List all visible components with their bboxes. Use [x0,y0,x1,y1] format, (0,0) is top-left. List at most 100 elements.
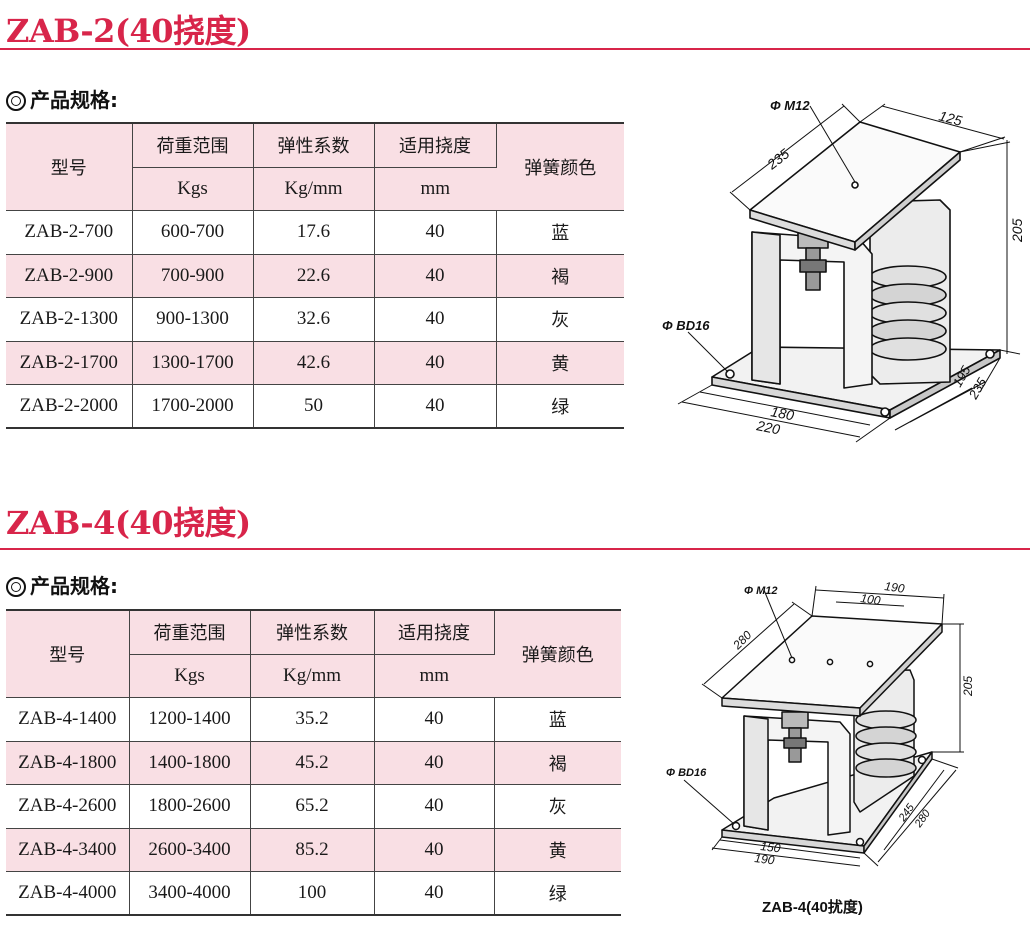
cell-model: ZAB-4-3400 [6,828,130,872]
spec-table: 型号 荷重范围 弹性系数 适用挠度 弹簧颜色 Kgs Kg/mm mm ZAB-… [6,609,621,916]
drawing-caption: ZAB-4(40扰度) [762,899,863,916]
cell-stiffness: 17.6 [253,210,375,255]
cell-stiffness: 35.2 [250,697,375,742]
cell-model: ZAB-4-1800 [6,741,130,785]
header-deflection: 适用挠度 [374,609,495,655]
cell-deflection: 40 [374,741,495,785]
header-load: 荷重范围 [129,609,251,655]
dim-base-width-outer: 190 [754,851,776,867]
cell-color: 绿 [496,384,624,429]
table-row: ZAB-4-3400 2600-3400 85.2 40 黄 [6,828,621,872]
table-row: ZAB-2-1300 900-1300 32.6 40 灰 [6,297,624,342]
cell-color: 灰 [496,297,624,342]
cell-deflection: 40 [374,297,497,342]
zab-2-isometric-drawing: Φ M12 125 235 205 Φ BD16 195 235 180 220 [662,98,1025,443]
table-row: ZAB-4-1800 1400-1800 45.2 40 褐 [6,741,621,785]
header-color: 弹簧颜色 [494,609,621,698]
cell-stiffness: 42.6 [253,341,375,385]
dim-base-width-outer: 220 [754,417,781,437]
header-stiffness: 弹性系数 [253,122,375,168]
spec-subtitle: 产品规格: [6,84,118,113]
cell-load: 700-900 [132,254,254,298]
cell-load: 1300-1700 [132,341,254,385]
cell-deflection: 40 [374,384,497,429]
table-row: ZAB-4-1400 1200-1400 35.2 40 蓝 [6,697,621,742]
cell-load: 1200-1400 [129,697,251,742]
cell-deflection: 40 [374,697,495,742]
header-deflection: 适用挠度 [374,122,497,168]
cell-model: ZAB-2-900 [6,254,133,298]
cell-stiffness: 22.6 [253,254,375,298]
cell-stiffness: 65.2 [250,784,375,829]
cell-load: 1700-2000 [132,384,254,429]
cell-color: 蓝 [494,697,621,742]
cell-color: 褐 [494,741,621,785]
header-stiffness: 弹性系数 [250,609,375,655]
section-title: ZAB-4(40挠度) [6,504,251,542]
dim-top-width: 190 [884,580,906,596]
cell-deflection: 40 [374,784,495,829]
cell-stiffness: 32.6 [253,297,375,342]
dim-top-inner: 100 [860,591,882,608]
header-model: 型号 [6,609,130,698]
header-stiffness-unit: Kg/mm [253,167,375,211]
header-model: 型号 [6,122,133,211]
dim-top-width: 125 [937,107,964,129]
spec-subtitle-text: 产品规格: [30,574,118,598]
dim-hole: Φ BD16 [662,318,710,333]
cell-model: ZAB-4-2600 [6,784,130,829]
title-rule [0,548,1030,550]
dim-top-length: 280 [730,628,755,653]
cell-model: ZAB-2-1700 [6,341,133,385]
dim-base-width-inner: 180 [769,403,795,423]
dim-bolt: Φ M12 [770,98,810,113]
table-row: ZAB-2-700 600-700 17.6 40 蓝 [6,210,624,255]
dim-height: 205 [961,676,975,697]
header-stiffness-unit: Kg/mm [250,654,375,698]
spec-subtitle-text: 产品规格: [30,88,118,112]
cell-stiffness: 100 [250,871,375,916]
section-title: ZAB-2(40挠度) [6,12,251,50]
cell-color: 黄 [496,341,624,385]
header-load: 荷重范围 [132,122,254,168]
cell-stiffness: 85.2 [250,828,375,872]
cell-color: 绿 [494,871,621,916]
title-rule [0,48,1030,50]
table-row: ZAB-2-2000 1700-2000 50 40 绿 [6,384,624,429]
cell-stiffness: 45.2 [250,741,375,785]
header-deflection-unit: mm [374,654,494,698]
cell-load: 900-1300 [132,297,254,342]
cell-model: ZAB-2-700 [6,210,133,255]
spec-table: 型号 荷重范围 弹性系数 适用挠度 弹簧颜色 Kgs Kg/mm mm ZAB-… [6,122,624,429]
cell-stiffness: 50 [253,384,375,429]
section-zab-4: ZAB-4(40挠度) 产品规格: 型号 荷重范围 弹性系数 适用挠度 弹簧颜色… [0,490,1030,926]
cell-deflection: 40 [374,341,497,385]
dim-bolt: Φ M12 [744,585,778,597]
cell-load: 1400-1800 [129,741,251,785]
header-load-unit: Kgs [132,167,254,211]
header-deflection-unit: mm [374,167,496,211]
table-row: ZAB-2-1700 1300-1700 42.6 40 黄 [6,341,624,385]
header-color: 弹簧颜色 [496,122,624,211]
cell-model: ZAB-4-4000 [6,871,130,916]
cell-deflection: 40 [374,254,497,298]
cell-model: ZAB-2-1300 [6,297,133,342]
dim-base-width-inner: 150 [760,839,782,855]
cell-model: ZAB-4-1400 [6,697,130,742]
cell-deflection: 40 [374,828,495,872]
section-zab-2: ZAB-2(40挠度) 产品规格: 型号 荷重范围 弹性系数 适用挠度 弹簧颜色… [0,0,1030,460]
header-load-unit: Kgs [129,654,251,698]
cell-deflection: 40 [374,871,495,916]
double-circle-icon [6,91,26,111]
cell-color: 灰 [494,784,621,829]
double-circle-icon [6,577,26,597]
cell-model: ZAB-2-2000 [6,384,133,429]
cell-load: 600-700 [132,210,254,255]
dim-height: 205 [1009,218,1025,243]
table-row: ZAB-2-900 700-900 22.6 40 褐 [6,254,624,298]
table-row: ZAB-4-2600 1800-2600 65.2 40 灰 [6,784,621,829]
cell-color: 黄 [494,828,621,872]
zab-4-isometric-drawing: Φ M12 190 100 280 205 Φ BD16 245 280 150… [666,580,975,867]
cell-color: 蓝 [496,210,624,255]
table-row: ZAB-4-4000 3400-4000 100 40 绿 [6,871,621,916]
